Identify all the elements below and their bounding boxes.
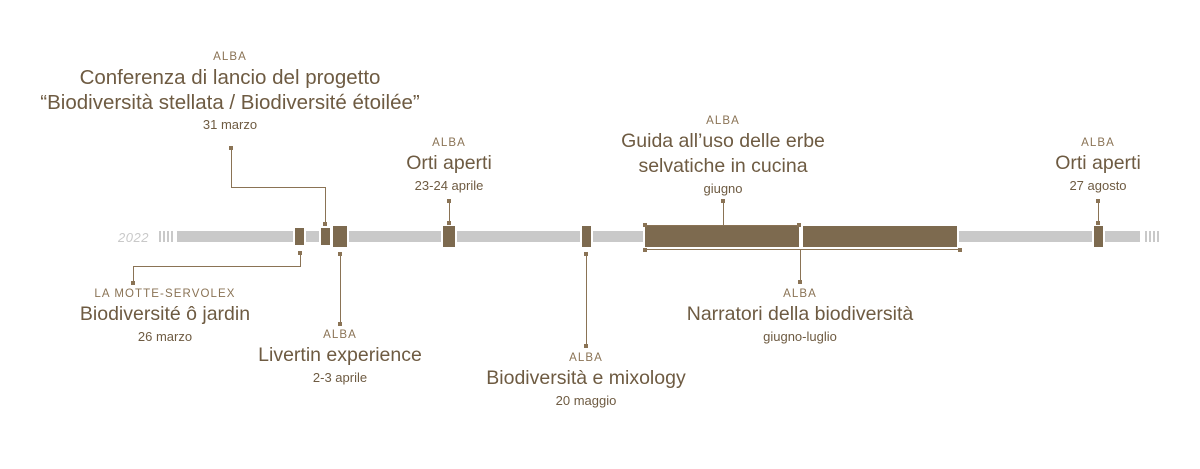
timeline-marker-livertin-experience[interactable] [331, 224, 349, 249]
bracket-dot-narratori-biodiversita [958, 248, 962, 252]
event-place: ALBA [432, 137, 466, 149]
leader-line-orti-aperti-aprile [449, 201, 450, 222]
event-label-livertin-experience: ALBA Livertin experience 2-3 aprile [215, 328, 465, 387]
event-place: ALBA [706, 115, 740, 127]
event-label-biodiversita-mixology: ALBA Biodiversità e mixology 20 maggio [451, 351, 721, 410]
leader-line-narratori-biodiversita [800, 250, 801, 281]
timeline-span-guida-erbe-selvatiche[interactable] [643, 226, 801, 247]
event-place: LA MOTTE-SERVOLEX [94, 288, 236, 300]
event-date: giugno [703, 181, 743, 196]
event-date: 2-3 aprile [312, 370, 368, 385]
leader-dot-orti-aperti-agosto [1096, 221, 1100, 225]
leader-line-biodiversite-o-jardin [300, 253, 301, 266]
event-label-orti-aperti-agosto: ALBA Orti aperti 27 agosto [998, 136, 1198, 195]
axis-tick-right [1145, 231, 1147, 242]
event-title-line-2: selvatiche in cucina [638, 155, 808, 177]
event-title: Biodiversité ô jardin [79, 303, 251, 325]
axis-tick-left [159, 231, 161, 242]
event-place: ALBA [323, 329, 357, 341]
event-title: Livertin experience [258, 344, 422, 366]
axis-tick-left [167, 231, 169, 242]
axis-tick-right [1153, 231, 1155, 242]
bracket-dot-guida-erbe-selvatiche [797, 223, 801, 227]
leader-line-conferenza-lancio [325, 187, 326, 223]
axis-tick-right [1157, 231, 1159, 242]
event-title-line-1: Conferenza di lancio del progetto [79, 66, 381, 89]
event-title-line-1: Guida all’uso delle erbe [621, 130, 825, 152]
leader-line-biodiversite-o-jardin [133, 266, 134, 282]
event-place: ALBA [213, 51, 247, 63]
event-place: ALBA [1081, 137, 1115, 149]
leader-dot-livertin-experience [338, 322, 342, 326]
event-place: ALBA [569, 352, 603, 364]
event-label-conferenza-lancio: ALBA Conferenza di lancio del progetto “… [0, 50, 460, 134]
leader-line-biodiversite-o-jardin [133, 266, 301, 267]
bracket-dot-guida-erbe-selvatiche [643, 223, 647, 227]
event-title-line-2: “Biodiversità stellata / Biodiversité ét… [40, 91, 420, 114]
timeline-marker-orti-aperti-aprile[interactable] [441, 224, 457, 249]
leader-dot-conferenza-lancio [229, 146, 233, 150]
event-title: Orti aperti [406, 152, 492, 174]
leader-dot-orti-aperti-aprile [447, 199, 451, 203]
event-title: Orti aperti [1055, 152, 1141, 174]
leader-line-orti-aperti-agosto [1098, 201, 1099, 222]
leader-dot-biodiversita-mixology [584, 344, 588, 348]
timeline-span-narratori-biodiversita[interactable] [801, 226, 959, 247]
leader-dot-orti-aperti-aprile [447, 221, 451, 225]
event-title: Narratori della biodiversità [686, 303, 914, 325]
timeline-marker-biodiversite-o-jardin[interactable] [293, 226, 306, 247]
leader-line-livertin-experience [340, 254, 341, 323]
leader-line-conferenza-lancio [231, 187, 326, 188]
leader-line-guida-erbe-selvatiche [723, 201, 724, 226]
bracket-dot-narratori-biodiversita [643, 248, 647, 252]
bracket-narratori-biodiversita [645, 249, 962, 250]
axis-tick-left [171, 231, 173, 242]
leader-dot-biodiversite-o-jardin [131, 281, 135, 285]
timeline-marker-biodiversita-mixology[interactable] [580, 224, 593, 249]
leader-line-biodiversita-mixology [586, 254, 587, 345]
event-date: 27 agosto [1069, 178, 1127, 193]
event-date: 31 marzo [202, 117, 258, 132]
leader-dot-guida-erbe-selvatiche [721, 199, 725, 203]
event-title: Biodiversità e mixology [486, 367, 686, 389]
leader-line-conferenza-lancio [231, 148, 232, 188]
event-label-orti-aperti-aprile: ALBA Orti aperti 23-24 aprile [349, 136, 549, 195]
event-label-biodiversite-o-jardin: LA MOTTE-SERVOLEX Biodiversité ô jardin … [26, 287, 304, 346]
event-place: ALBA [783, 288, 817, 300]
event-label-guida-erbe-selvatiche: ALBA Guida all’uso delle erbe selvatiche… [573, 114, 873, 198]
leader-dot-orti-aperti-agosto [1096, 199, 1100, 203]
event-date: 20 maggio [555, 393, 617, 408]
event-date: 23-24 aprile [414, 178, 484, 193]
timeline-year-label: 2022 [118, 230, 149, 245]
leader-dot-conferenza-lancio [323, 222, 327, 226]
axis-tick-left [163, 231, 165, 242]
event-label-narratori-biodiversita: ALBA Narratori della biodiversità giugno… [650, 287, 950, 346]
event-date: giugno-luglio [763, 329, 837, 344]
axis-tick-right [1149, 231, 1151, 242]
timeline-marker-orti-aperti-agosto[interactable] [1092, 224, 1105, 249]
leader-dot-narratori-biodiversita [798, 280, 802, 284]
event-date: 26 marzo [137, 329, 193, 344]
